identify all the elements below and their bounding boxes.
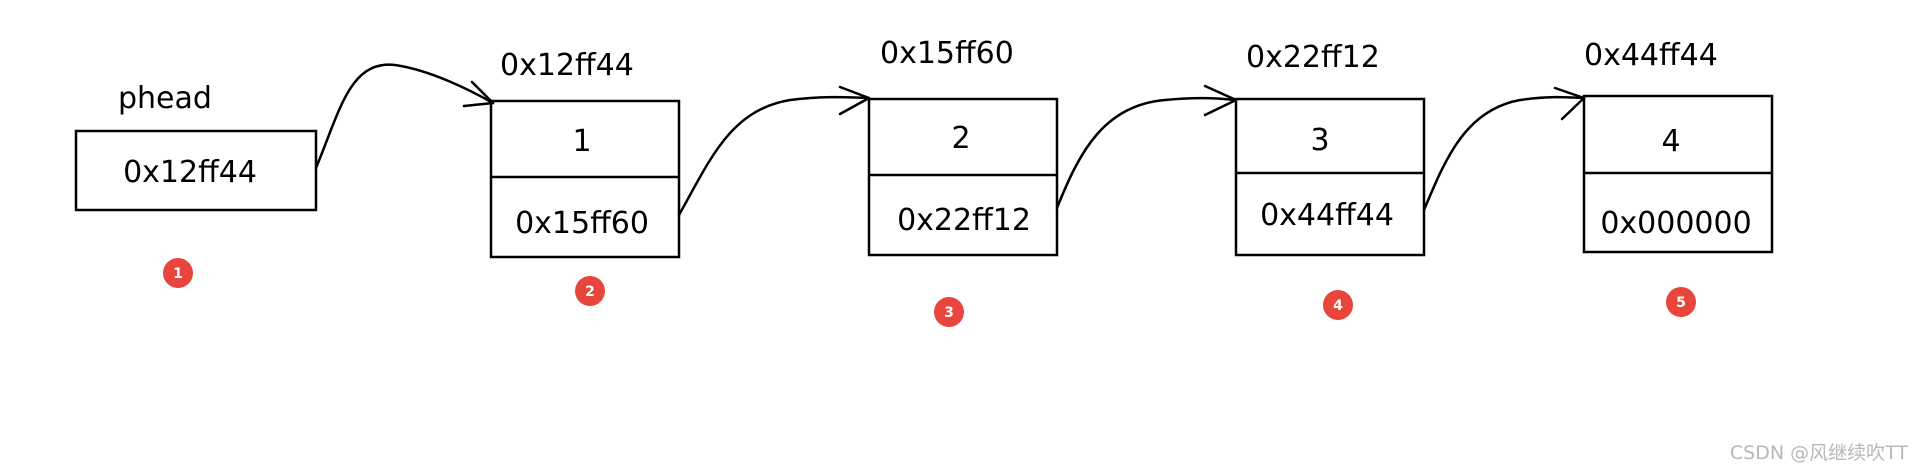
node-1-address: 0x12ff44	[500, 48, 634, 83]
head-pointer-value: 0x12ff44	[123, 155, 257, 190]
node-3-address: 0x22ff12	[1246, 40, 1380, 75]
node-1-box	[489, 99, 681, 259]
node-1-next: 0x15ff60	[515, 206, 649, 241]
node-1-data: 1	[572, 124, 591, 159]
node-3-data: 3	[1310, 123, 1329, 158]
badge-1: 1	[163, 258, 193, 288]
node-2-next: 0x22ff12	[897, 203, 1031, 238]
svg-text:3: 3	[944, 305, 954, 321]
badge-3: 3	[934, 297, 964, 327]
node-4-data: 4	[1661, 124, 1680, 159]
svg-text:5: 5	[1676, 295, 1686, 311]
node-2-data: 2	[951, 121, 970, 156]
node-2-box	[867, 97, 1059, 257]
badge-4: 4	[1323, 290, 1353, 320]
arrow-node-3-to-node-4	[1422, 86, 1586, 212]
svg-text:2: 2	[585, 284, 595, 300]
head-label: phead	[118, 81, 212, 116]
node-4-address: 0x44ff44	[1584, 38, 1718, 73]
node-2-address: 0x15ff60	[880, 36, 1014, 71]
node-3-box	[1234, 97, 1426, 257]
arrow-head-to-node-1	[314, 63, 495, 170]
head-pointer-box	[74, 129, 318, 212]
svg-text:4: 4	[1333, 298, 1343, 314]
badge-2: 2	[575, 276, 605, 306]
watermark: CSDN @风继续吹TT	[1729, 442, 1908, 464]
svg-text:1: 1	[173, 266, 183, 282]
badge-5: 5	[1666, 287, 1696, 317]
node-4-next: 0x000000	[1600, 206, 1751, 241]
arrow-node-1-to-node-2	[677, 85, 871, 217]
arrow-node-2-to-node-3	[1055, 84, 1238, 210]
node-3-next: 0x44ff44	[1260, 198, 1394, 233]
